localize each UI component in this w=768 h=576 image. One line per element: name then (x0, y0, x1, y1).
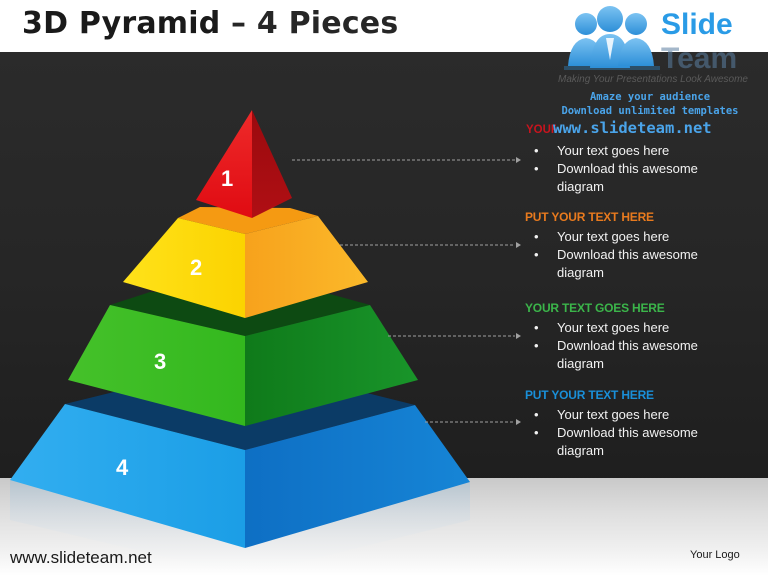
tier-4-left-face (10, 404, 245, 548)
people-icon (564, 6, 660, 70)
tier-4-heading: PUT YOUR TEXT HERE (525, 388, 654, 402)
pyramid-reflection (10, 480, 470, 576)
text-block-4: PUT YOUR TEXT HERE Your text goes here D… (525, 388, 765, 460)
tier-4-right-face (245, 405, 470, 548)
tier-2-right-face (245, 216, 368, 318)
bullet-item: Your text goes here (525, 142, 727, 160)
tier-2-bullets: Your text goes here Download this awesom… (525, 228, 765, 282)
tier-2-heading: PUT YOUR TEXT HERE (525, 210, 654, 224)
promo-line-1: Amaze your audience (589, 91, 711, 103)
text-block-3: YOUR TEXT GOES HERE Your text goes here … (525, 301, 765, 373)
bullet-item: Download this awesome diagram (525, 424, 727, 460)
arrowhead-2 (516, 242, 521, 248)
footer-url: www.slideteam.net (10, 548, 152, 567)
tier-3-bullets: Your text goes here Download this awesom… (525, 319, 765, 373)
tier-3-right-face (245, 305, 418, 426)
promo-line-2: Download unlimited templates (561, 105, 739, 117)
text-block-1: Your text goes here Download this awesom… (525, 138, 765, 196)
connector-arrowheads (516, 157, 521, 425)
connectors (292, 159, 515, 423)
bullet-item: Download this awesome diagram (525, 160, 727, 196)
tier-2-top (178, 207, 318, 234)
tier-1-bullets: Your text goes here Download this awesom… (525, 142, 765, 196)
tier-3-number: 3 (154, 349, 166, 374)
tier-1-right-face (252, 110, 292, 218)
arrowhead-1 (516, 157, 521, 163)
bullet-item: Download this awesome diagram (525, 337, 727, 373)
tier-2-number: 2 (190, 255, 202, 280)
bullet-item: Download this awesome diagram (525, 246, 727, 282)
tier-1-number: 1 (221, 166, 233, 191)
tier-1 (196, 110, 292, 218)
title-separator: – (220, 6, 257, 41)
tier-3-heading: YOUR TEXT GOES HERE (525, 301, 665, 315)
tier-1-heading: YOUR TEXT HERE (526, 124, 556, 136)
tier-4-bullets: Your text goes here Download this awesom… (525, 406, 765, 460)
slideteam-logo (564, 6, 660, 70)
promo-url: www.slideteam.net (553, 119, 712, 137)
arrowhead-3 (516, 333, 521, 339)
tier-2 (123, 207, 368, 318)
text-block-2: PUT YOUR TEXT HERE Your text goes here D… (525, 210, 765, 282)
bullet-item: Your text goes here (525, 406, 727, 424)
logo-tagline: Making Your Presentations Look Awesome (558, 74, 748, 85)
footer-logo-placeholder: Your Logo (690, 549, 740, 561)
tier-3 (68, 292, 418, 426)
tier-3-left-face (68, 305, 245, 426)
title-main: 3D Pyramid (22, 6, 221, 41)
tier-4-number: 4 (116, 455, 129, 480)
logo-word-slide: Slide (661, 8, 733, 41)
title-subtitle: 4 Pieces (256, 6, 399, 41)
tier-2-left-face (123, 218, 245, 318)
bullet-item: Your text goes here (525, 228, 727, 246)
bullet-item: Your text goes here (525, 319, 727, 337)
arrowhead-4 (516, 419, 521, 425)
logo-word-team: Team (661, 42, 738, 75)
slide-title: 3D Pyramid – 4 Pieces (22, 6, 398, 41)
tier-1-left-face (196, 110, 252, 218)
